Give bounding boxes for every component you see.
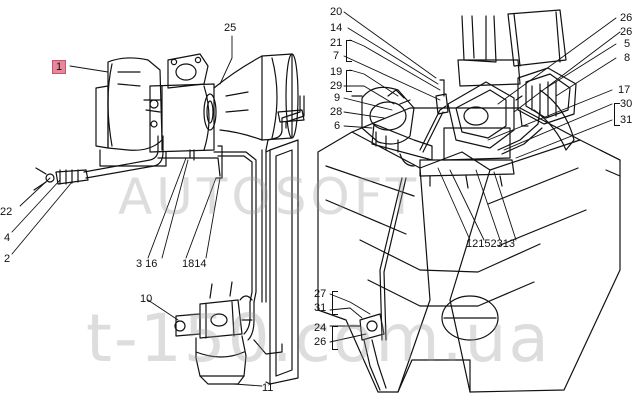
callout-part-25[interactable]: 25 <box>224 22 237 34</box>
bracket-19-29 <box>346 70 352 92</box>
callout-part-22[interactable]: 22 <box>0 206 13 218</box>
leader-lines <box>11 11 621 387</box>
callout-part-4[interactable]: 4 <box>4 232 11 244</box>
turbocharger <box>95 53 217 167</box>
callout-part-9[interactable]: 9 <box>334 92 341 104</box>
callout-part-31-b[interactable]: 31 <box>314 302 327 314</box>
bracket-27-31 <box>332 291 338 315</box>
exhaust-elbow <box>213 53 299 141</box>
callout-part-29[interactable]: 29 <box>330 80 343 92</box>
callout-part-19[interactable]: 19 <box>330 66 343 78</box>
callout-part-27[interactable]: 27 <box>314 288 327 300</box>
callout-part-2[interactable]: 2 <box>4 253 11 265</box>
bracket-21-7 <box>346 40 352 62</box>
callout-part-17[interactable]: 17 <box>618 84 631 96</box>
callout-part-18-14[interactable]: 1814 <box>182 258 207 270</box>
callout-part-30[interactable]: 30 <box>620 98 633 110</box>
callout-part-3-16[interactable]: 3 16 <box>136 258 158 270</box>
callout-part-26-b[interactable]: 26 <box>620 26 633 38</box>
v-engine-block <box>317 107 621 393</box>
callout-part-31-a[interactable]: 31 <box>620 114 633 126</box>
callout-part-10[interactable]: 10 <box>140 293 153 305</box>
callout-part-6[interactable]: 6 <box>334 120 341 132</box>
left-head-hardware <box>351 79 449 167</box>
callout-part-28[interactable]: 28 <box>330 106 343 118</box>
oil-lines-left <box>33 95 305 303</box>
callout-part-14[interactable]: 14 <box>330 22 343 34</box>
callout-part-26-c[interactable]: 26 <box>314 336 327 348</box>
air-intake-pipes <box>457 9 567 87</box>
callout-part-1[interactable]: 1 <box>52 60 67 74</box>
panel-shroud <box>265 139 299 385</box>
callout-part-11[interactable]: 11 <box>262 382 274 394</box>
callout-part-5[interactable]: 5 <box>624 38 631 50</box>
callout-part-20[interactable]: 20 <box>330 6 343 18</box>
callout-part-8[interactable]: 8 <box>624 52 631 64</box>
callout-part-7[interactable]: 7 <box>333 50 340 62</box>
oil-filter <box>174 281 283 385</box>
bracket-24-26 <box>332 326 338 350</box>
callout-part-24[interactable]: 24 <box>314 322 327 334</box>
callout-part-12-15-23-13[interactable]: 12152313 <box>466 238 515 250</box>
center-fuel-unit <box>379 81 543 341</box>
callout-part-21[interactable]: 21 <box>330 37 343 49</box>
bottom-bracket <box>349 313 387 391</box>
callout-part-26-a[interactable]: 26 <box>620 12 633 24</box>
bracket-30-31 <box>614 103 620 126</box>
